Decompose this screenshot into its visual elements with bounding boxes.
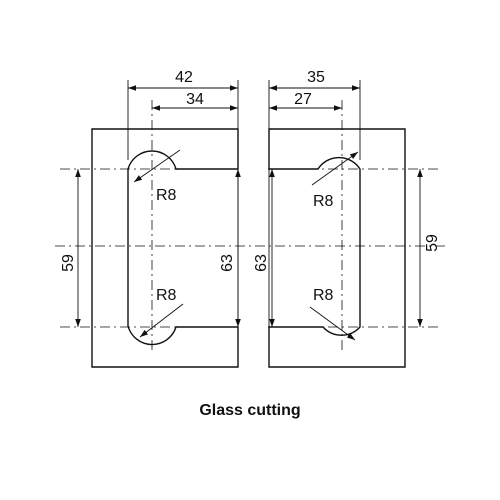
radius-right-top-label: R8: [313, 193, 334, 210]
radius-leader-left-bottom: [139, 303, 184, 338]
dim-right-59-label: 59: [424, 234, 441, 252]
radius-left-bottom-label: R8: [156, 287, 177, 304]
radius-right-bottom-label: R8: [313, 287, 334, 304]
radius-left-top-label: R8: [156, 187, 177, 204]
left-piece-outline: [91, 128, 239, 368]
radius-leader-left-top: [133, 149, 181, 183]
dim-right-27-label: 27: [294, 91, 312, 108]
dim-left-42-label: 42: [175, 69, 193, 86]
right-piece-outline: [268, 128, 406, 368]
dim-left-59-label: 59: [60, 254, 77, 272]
dim-left-63-label: 63: [219, 254, 236, 272]
dim-right-63-label: 63: [253, 254, 270, 272]
dim-right-35-label: 35: [307, 69, 325, 86]
radius-leader-right-bottom: [309, 306, 356, 341]
radius-leader-right-top: [311, 151, 359, 186]
dim-left-34-label: 34: [186, 91, 204, 108]
caption: Glass cutting: [199, 402, 301, 419]
